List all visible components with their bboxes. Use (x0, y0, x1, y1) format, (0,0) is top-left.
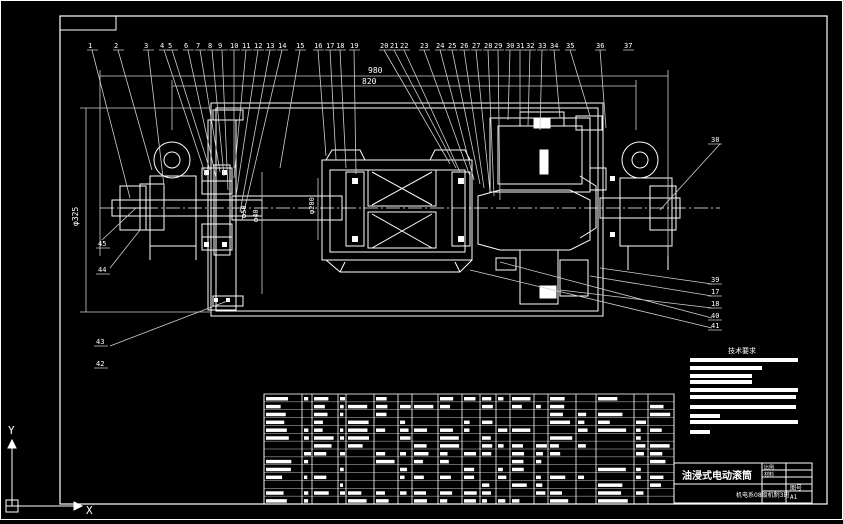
callout-label: 41 (711, 322, 719, 330)
callout-label: 17 (711, 288, 719, 296)
callout-label: 23 (420, 42, 428, 50)
title-block (673, 462, 813, 504)
dim-820: 820 (362, 77, 377, 86)
callout-label: 25 (448, 42, 456, 50)
right-support-bracket (619, 141, 677, 270)
callouts-right: 38 39 17 18 40 41 (708, 136, 722, 331)
callout-label: 3 (144, 42, 148, 50)
callout-label: 30 (506, 42, 514, 50)
label-sheet: 图号 (790, 485, 802, 492)
callout-label: 40 (711, 312, 719, 320)
callout-label: 7 (196, 42, 200, 50)
callouts-left: 45 44 43 42 (94, 240, 110, 369)
bearing-dots (204, 170, 615, 302)
sheet-size: A1 (790, 494, 798, 501)
callout-label: 1 (88, 42, 92, 50)
callout-label: 44 (98, 266, 106, 274)
callout-label: 27 (472, 42, 480, 50)
callout-label: 14 (278, 42, 286, 50)
callout-label: 17 (326, 42, 334, 50)
callout-label: 15 (296, 42, 304, 50)
callout-label: 38 (711, 136, 719, 144)
callout-label: 45 (98, 240, 106, 248)
callout-label: 18 (336, 42, 344, 50)
tech-req-title: 技术要求 (728, 346, 756, 355)
callout-label: 21 (390, 42, 398, 50)
motor-stator (321, 149, 473, 273)
left-support-bracket (119, 141, 197, 260)
dim-325: φ325 (71, 207, 80, 226)
callout-label: 6 (184, 42, 188, 50)
callout-label: 35 (566, 42, 574, 50)
callout-label: 16 (314, 42, 322, 50)
label-scale: 比例 (764, 464, 774, 471)
callout-label: 34 (550, 42, 558, 50)
callout-label: 33 (538, 42, 546, 50)
dimension-lines (80, 49, 721, 347)
callout-label: 10 (230, 42, 238, 50)
callout-label: 39 (711, 276, 719, 284)
callout-label: 4 (160, 42, 164, 50)
callout-label: 26 (460, 42, 468, 50)
ucs-x-label: X (86, 504, 93, 517)
dim-shaft-a: φ40 (252, 209, 260, 222)
callout-label: 5 (168, 42, 172, 50)
dim-980: 980 (368, 66, 383, 75)
callout-label: 2 (114, 42, 118, 50)
dim-shaft-c: φ200 (308, 197, 316, 214)
callout-label: 19 (350, 42, 358, 50)
callout-label: 20 (380, 42, 388, 50)
dim-shaft-b: φ50 (240, 205, 248, 218)
callout-label: 9 (218, 42, 222, 50)
callout-label: 31 (516, 42, 524, 50)
sheet-corner-box (59, 15, 117, 31)
tech-requirements: 技术要求 (690, 346, 798, 434)
callout-label: 43 (96, 338, 104, 346)
callout-label: 28 (484, 42, 492, 50)
callout-label: 11 (242, 42, 250, 50)
parts-table-text-bars (266, 397, 671, 503)
callout-label: 12 (254, 42, 262, 50)
drawing-title: 油浸式电动滚筒 (682, 469, 752, 482)
label-material: 材料 (764, 471, 774, 478)
ucs-icon (5, 438, 84, 513)
callout-label: 18 (711, 300, 719, 308)
callout-label: 13 (266, 42, 274, 50)
callout-label: 24 (436, 42, 444, 50)
callout-label: 42 (96, 360, 104, 368)
callout-label: 8 (208, 42, 212, 50)
callout-label: 22 (400, 42, 408, 50)
drum-housing (201, 102, 604, 317)
parts-list-table (263, 393, 675, 505)
callout-label: 29 (494, 42, 502, 50)
callout-label: 37 (624, 42, 632, 50)
ucs-y-label: Y (8, 424, 15, 437)
callout-label: 36 (596, 42, 604, 50)
drawing-subtitle: 机电系08级机制3班 (736, 491, 789, 499)
callout-label: 32 (526, 42, 534, 50)
